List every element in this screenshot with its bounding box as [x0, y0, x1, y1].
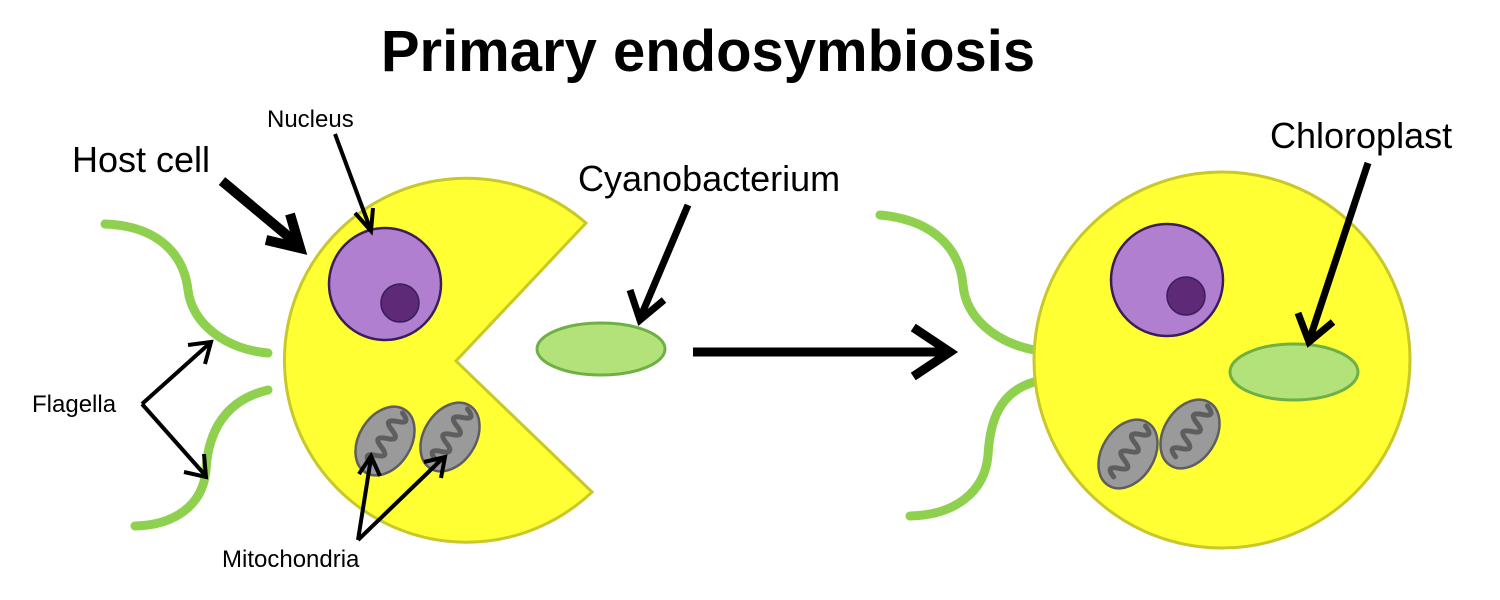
- result-nucleus: [1109, 222, 1225, 338]
- nucleus-pointer-arrow: [333, 133, 375, 236]
- host-cell-group: [100, 176, 595, 544]
- label-nucleus: Nucleus: [267, 106, 354, 133]
- result-mitochondrion-2: [1159, 398, 1221, 470]
- chloroplast-pointer-arrow: [1294, 161, 1372, 348]
- result-mitochondrion-1: [1097, 418, 1159, 490]
- diagram-title: Primary endosymbiosis: [381, 19, 1035, 84]
- label-chloroplast: Chloroplast: [1270, 115, 1452, 156]
- label-host-cell: Host cell: [72, 139, 210, 180]
- result-flagellum-upper: [875, 210, 1039, 355]
- label-mitochondria: Mitochondria: [222, 546, 360, 573]
- cyanobacterium-pointer-arrow: [626, 203, 692, 326]
- flagellum-upper: [100, 219, 273, 358]
- result-nucleolus: [1166, 276, 1206, 316]
- host-nucleus: [327, 226, 443, 342]
- mitochondria-pointer-arrows: [356, 451, 448, 542]
- result-flagellum-lower: [905, 377, 1039, 521]
- flagellum-lower: [130, 385, 273, 531]
- label-flagella: Flagella: [32, 391, 117, 418]
- flagella-pointer-arrows: [140, 339, 214, 480]
- process-arrow: [693, 323, 959, 381]
- label-cyanobacterium: Cyanobacterium: [578, 158, 840, 199]
- host-cell-pointer-arrow: [218, 177, 308, 255]
- cyanobacterium: [535, 321, 667, 377]
- host-nucleolus: [380, 283, 420, 323]
- result-cell-group: [875, 170, 1412, 550]
- chloroplast: [1228, 342, 1360, 402]
